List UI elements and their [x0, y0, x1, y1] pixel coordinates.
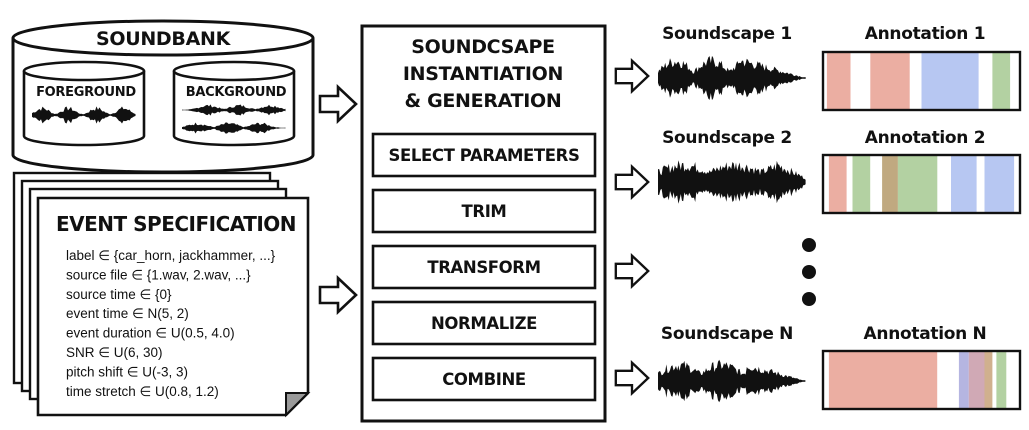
step-box: COMBINE [371, 356, 597, 402]
generator-steps: SELECT PARAMETERS TRIM TRANSFORM NORMALIZE C… [371, 132, 597, 402]
output-arrow-n-icon [614, 361, 650, 395]
annotation-segment [897, 155, 938, 213]
annotation-segment [921, 52, 979, 110]
soundscape-waveform [658, 359, 806, 403]
annotation-segment [984, 351, 993, 409]
output-arrow-2-icon [614, 165, 650, 199]
spec-line: source time ∈ {0} [66, 287, 172, 302]
soundscape-label: Soundscape 2 [662, 128, 792, 148]
spec-line: label ∈ {car_horn, jackhammer, ...} [66, 248, 276, 263]
spec-line: time stretch ∈ U(0.8, 1.2) [66, 384, 219, 399]
step-box: NORMALIZE [371, 300, 597, 346]
spec-arrow-icon [318, 276, 358, 314]
spec-line: source file ∈ {1.wav, 2.wav, ...} [66, 267, 251, 282]
output-arrow-middle-icon [614, 254, 650, 288]
annotation-segment [958, 351, 969, 409]
output-row: Soundscape 2 Annotation 2 [658, 128, 1022, 215]
event-spec-title: EVENT SPECIFICATION [56, 212, 296, 236]
ellipsis-dot [802, 292, 816, 306]
step-box: SELECT PARAMETERS [371, 132, 597, 178]
ellipsis-dot [802, 238, 816, 252]
annotation-box [821, 349, 1022, 411]
generator-title-line: SOUNDCSAPE [411, 36, 555, 58]
annotation-label: Annotation N [864, 324, 987, 344]
background-cylinder: BACKGROUND [172, 60, 296, 147]
ellipsis-dot [802, 265, 816, 279]
annotation-label: Annotation 1 [865, 24, 986, 44]
step-box: TRANSFORM [371, 244, 597, 290]
background-label: BACKGROUND [186, 85, 287, 100]
annotation-segment [828, 155, 847, 213]
annotation-segment [870, 52, 910, 110]
annotation-box [821, 50, 1022, 112]
ellipsis-dots [802, 238, 816, 306]
output-row: Soundscape 1 Annotation 1 [658, 24, 1022, 112]
annotation-segment [882, 155, 898, 213]
soundbank-cylinder: SOUNDBANK FOREGROUND BACKGROUND [11, 19, 315, 174]
generator-title-line: INSTANTIATION [403, 63, 563, 85]
event-spec-lines: label ∈ {car_horn, jackhammer, ...} sourc… [66, 248, 276, 399]
spec-line: pitch shift ∈ U(-3, 3) [66, 364, 188, 379]
generator-title: SOUNDCSAPE INSTANTIATION & GENERATION [403, 36, 564, 112]
foreground-waveform [32, 106, 136, 124]
foreground-waveforms [32, 106, 136, 124]
soundscape-waveform [658, 160, 806, 204]
foreground-cylinder: FOREGROUND [22, 60, 146, 147]
step-label: COMBINE [442, 370, 526, 389]
step-label: NORMALIZE [431, 314, 537, 333]
background-waveform [182, 104, 286, 116]
annotation-label: Annotation 2 [865, 128, 986, 148]
annotation-segment [984, 155, 1015, 213]
soundbank-title: SOUNDBANK [96, 28, 232, 50]
step-label: TRIM [462, 202, 507, 221]
annotation-segment [828, 351, 938, 409]
step-label: TRANSFORM [427, 258, 540, 277]
soundscape-waveform [658, 55, 806, 101]
generator-title-line: & GENERATION [405, 90, 562, 112]
soundbank-arrow-icon [318, 85, 358, 123]
annotation-segment [852, 155, 871, 213]
background-waveforms [182, 104, 286, 134]
spec-line: event time ∈ N(5, 2) [66, 306, 189, 321]
foreground-label: FOREGROUND [36, 85, 136, 100]
generator-box: SOUNDCSAPE INSTANTIATION & GENERATION SELE… [360, 24, 607, 423]
output-arrow-1-icon [614, 59, 650, 93]
annotation-segment [951, 155, 977, 213]
outputs: Soundscape 1 Annotation 1 Soundscape 2 Anno… [658, 24, 1022, 411]
annotation-segment [968, 351, 985, 409]
step-label: SELECT PARAMETERS [389, 146, 580, 165]
step-box: TRIM [371, 188, 597, 234]
annotation-segment [826, 52, 851, 110]
annotation-segment [992, 52, 1011, 110]
page-curl-icon [285, 392, 311, 418]
annotation-segment [996, 351, 1007, 409]
background-waveform [182, 122, 286, 134]
output-row: Soundscape N Annotation N [658, 324, 1022, 411]
soundscape-label: Soundscape 1 [662, 24, 792, 44]
spec-line: SNR ∈ U(6, 30) [66, 345, 163, 360]
event-specification-stack: EVENT SPECIFICATION label ∈ {car_horn, j… [12, 171, 311, 418]
annotation-box [821, 153, 1022, 215]
spec-line: event duration ∈ U(0.5, 4.0) [66, 326, 235, 341]
soundscape-label: Soundscape N [661, 324, 793, 344]
